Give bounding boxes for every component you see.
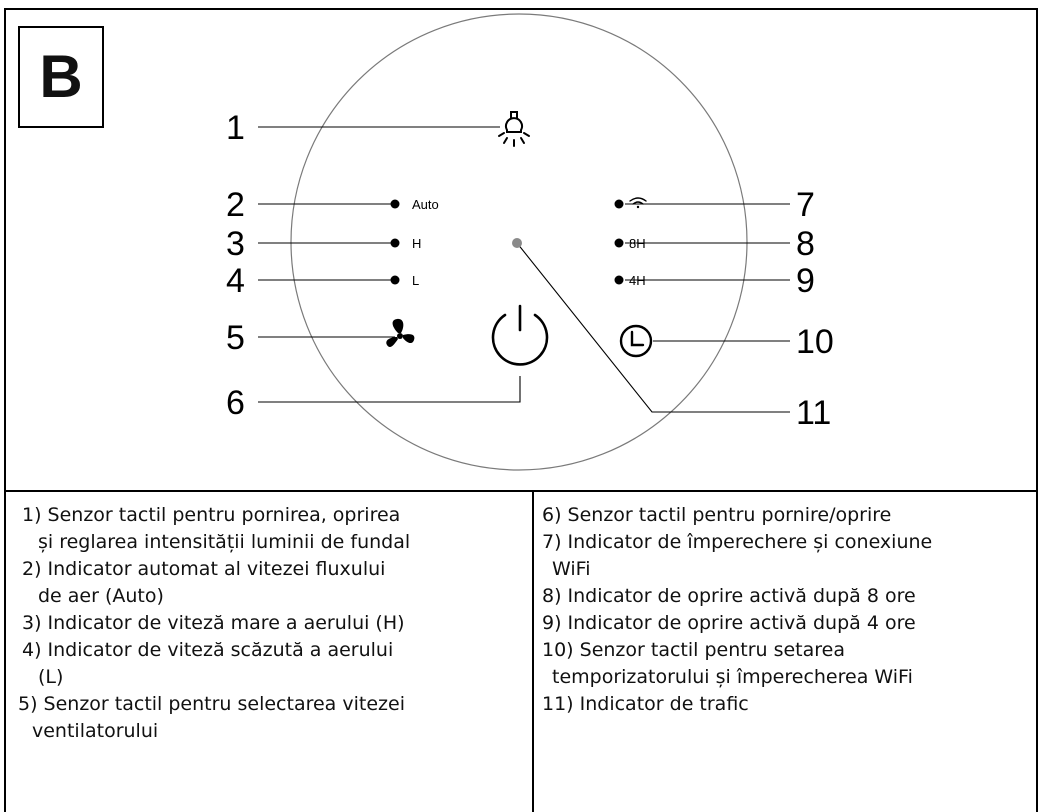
border-right <box>1036 8 1038 812</box>
legend-item-2: 2) Indicator automat al vitezei fluxului <box>22 558 386 580</box>
traffic-indicator-dot <box>512 238 522 248</box>
callout-1: 1 <box>226 109 245 147</box>
panel-letter: B <box>39 43 83 110</box>
legend-item-1: 1) Senzor tactil pentru pornirea, oprire… <box>22 504 401 526</box>
label-4h: 4H <box>629 273 646 288</box>
indicator-dot-high <box>390 238 400 248</box>
label-high: H <box>412 236 421 251</box>
callout-2: 2 <box>226 186 245 224</box>
callout-8: 8 <box>796 225 815 263</box>
panel-letter-box: B <box>18 26 104 128</box>
fan-icon <box>386 318 415 348</box>
indicator-dot-8h <box>614 238 624 248</box>
power-icon <box>491 304 549 366</box>
indicator-dot-4h <box>614 275 624 285</box>
legend-item-3: 3) Indicator de viteză mare a aerului (H… <box>22 612 405 634</box>
leader-lines <box>258 126 790 413</box>
divider-horizontal <box>4 490 1038 492</box>
label-8h: 8H <box>629 236 646 251</box>
panel-outline <box>290 13 748 471</box>
callout-3: 3 <box>226 225 245 263</box>
legend-item-11: 11) Indicator de trafic <box>542 693 749 715</box>
label-auto: Auto <box>412 197 439 212</box>
callout-10: 10 <box>796 323 834 361</box>
callout-5: 5 <box>226 319 245 357</box>
legend-right-column: 6) Senzor tactil pentru pornire/oprire 7… <box>542 502 1037 718</box>
indicator-dot-wifi <box>614 199 624 209</box>
legend-item-6: 6) Senzor tactil pentru pornire/oprire <box>542 504 892 526</box>
callout-6: 6 <box>226 384 245 422</box>
legend-item-5: 5) Senzor tactil pentru selectarea vitez… <box>18 693 405 715</box>
divider-vertical <box>532 490 534 812</box>
legend-item-7-cont: WiFi <box>552 558 591 580</box>
legend-item-1-cont: și reglarea intensității luminii de fund… <box>38 531 411 553</box>
legend-item-4: 4) Indicator de viteză scăzută a aerului <box>22 639 394 661</box>
legend-item-2-cont: de aer (Auto) <box>38 585 164 607</box>
control-panel-diagram: 1 2 3 4 5 6 7 8 9 10 11 Auto H L 8H 4H <box>226 13 834 471</box>
indicator-dot-low <box>390 275 400 285</box>
callout-11: 11 <box>796 394 831 432</box>
label-low: L <box>412 273 419 288</box>
indicator-dot-auto <box>390 199 400 209</box>
legend-item-8: 8) Indicator de oprire activă după 8 ore <box>542 585 916 607</box>
legend-item-7: 7) Indicator de împerechere și conexiune <box>542 531 933 553</box>
legend-item-9: 9) Indicator de oprire activă după 4 ore <box>542 612 916 634</box>
legend-item-10-cont: temporizatorului și împerecherea WiFi <box>552 666 913 688</box>
legend-item-5-cont: ventilatorului <box>32 720 159 742</box>
callout-7: 7 <box>796 186 815 224</box>
light-icon <box>498 111 530 147</box>
wifi-icon <box>629 197 647 209</box>
callout-9: 9 <box>796 262 815 300</box>
legend-item-4-cont: (L) <box>38 666 64 688</box>
legend-item-10: 10) Senzor tactil pentru setarea <box>542 639 845 661</box>
clock-icon <box>619 324 653 358</box>
border-left <box>4 8 6 812</box>
callout-4: 4 <box>226 262 245 300</box>
legend-left-column: 1) Senzor tactil pentru pornirea, oprire… <box>18 502 522 745</box>
border-top <box>4 8 1038 10</box>
